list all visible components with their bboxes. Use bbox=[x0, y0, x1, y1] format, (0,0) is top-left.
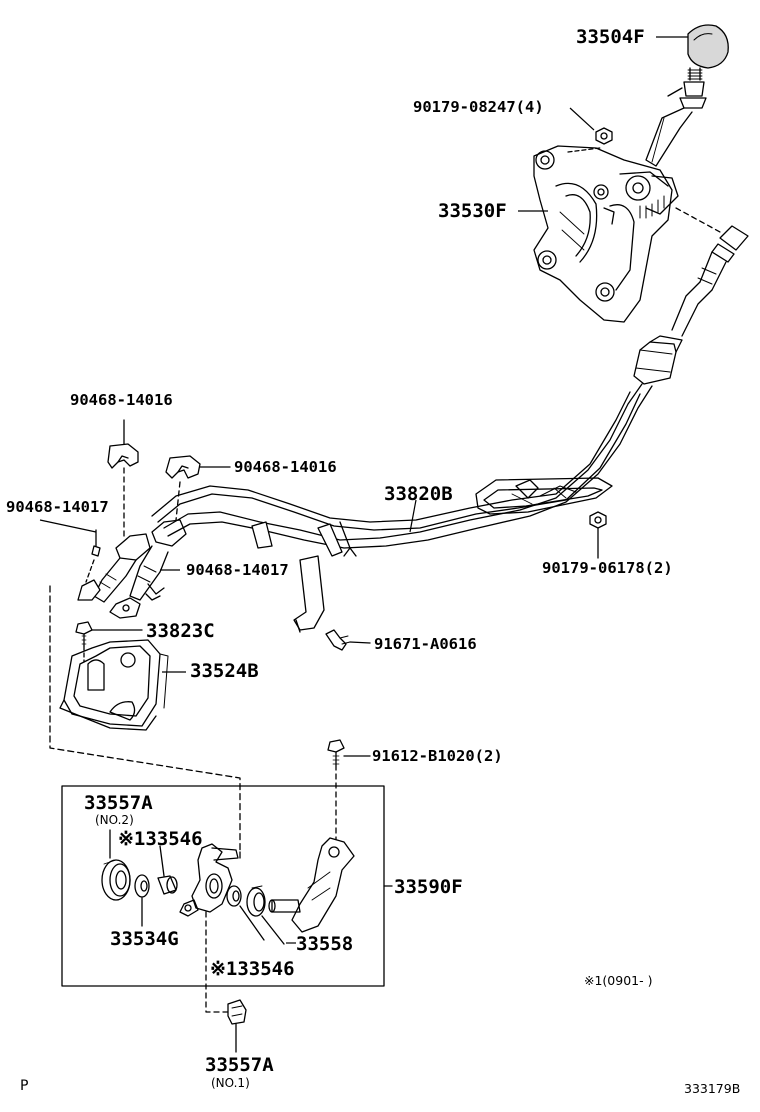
shift-lever-housing bbox=[533, 145, 679, 323]
label-clip-b: 90468-14016 bbox=[234, 458, 337, 476]
label-mark-lower: ※133546 bbox=[210, 958, 295, 980]
bushing-no1 bbox=[227, 999, 247, 1053]
leader-cable bbox=[409, 499, 417, 533]
collar-upper bbox=[157, 845, 178, 895]
corner-mark: P bbox=[20, 1078, 29, 1094]
control-cables bbox=[151, 383, 653, 633]
bushing-no2 bbox=[101, 829, 131, 901]
leader-clamp-a bbox=[39, 519, 97, 533]
cable-floor-plate bbox=[475, 477, 613, 515]
label-bushing-no1-note: (NO.1) bbox=[211, 1076, 250, 1090]
figure-code: 333179B bbox=[684, 1081, 741, 1096]
washer bbox=[134, 874, 150, 927]
label-clamp-a: 90468-14017 bbox=[6, 498, 109, 516]
nut-right bbox=[589, 511, 607, 559]
leader-dashed-bracket-to-kit bbox=[49, 585, 241, 853]
label-clamp-b: 90468-14017 bbox=[186, 561, 289, 579]
label-nut-right: 90179-06178(2) bbox=[542, 559, 673, 577]
label-kit: 33590F bbox=[394, 876, 463, 898]
label-shift-lever: 33530F bbox=[438, 200, 507, 222]
bolt-bracket-small bbox=[75, 621, 143, 647]
label-date-note: ※1(0901- ) bbox=[584, 973, 653, 988]
label-washer: 33534G bbox=[110, 928, 179, 950]
bolt-lower bbox=[327, 739, 371, 847]
label-bushing-no2-note: (NO.2) bbox=[95, 813, 134, 827]
label-bushing-no2: 33557A bbox=[84, 792, 153, 814]
bell-crank bbox=[268, 837, 355, 933]
collar-33558 bbox=[246, 885, 285, 945]
label-bracket: 33524B bbox=[190, 660, 259, 682]
label-bolt-small: 33823C bbox=[146, 620, 215, 642]
label-collar: 33558 bbox=[296, 933, 354, 955]
cable-end-lower-left bbox=[77, 529, 151, 603]
bracket bbox=[59, 639, 169, 731]
nut-top bbox=[595, 127, 613, 145]
cable-end-lower-right bbox=[109, 519, 187, 619]
leader-nut-top bbox=[569, 107, 595, 131]
label-clip-a: 90468-14016 bbox=[70, 391, 173, 409]
label-bolt-cable: 91671-A0616 bbox=[374, 635, 477, 653]
collar-lower bbox=[226, 885, 265, 941]
leader-dashed-nut bbox=[567, 147, 601, 153]
cable-end-upper bbox=[633, 225, 749, 385]
label-knob: 33504F bbox=[576, 26, 645, 48]
leader-dashed-cable-end bbox=[675, 207, 721, 233]
label-mark-upper: ※133546 bbox=[118, 828, 203, 850]
leader-dashed-arm-to-bushing bbox=[205, 911, 229, 1013]
shift-lever-rod bbox=[645, 81, 707, 167]
bolt-cable bbox=[325, 629, 371, 651]
label-bushing-no1: 33557A bbox=[205, 1054, 274, 1076]
label-cable: 33820B bbox=[384, 483, 453, 505]
label-nut-top: 90179-08247(4) bbox=[413, 98, 544, 116]
shift-arm bbox=[179, 843, 241, 917]
label-bolt-lower: 91612-B1020(2) bbox=[372, 747, 503, 765]
clip-left bbox=[107, 419, 139, 541]
clip-right bbox=[165, 455, 231, 521]
shift-knob bbox=[687, 24, 729, 81]
